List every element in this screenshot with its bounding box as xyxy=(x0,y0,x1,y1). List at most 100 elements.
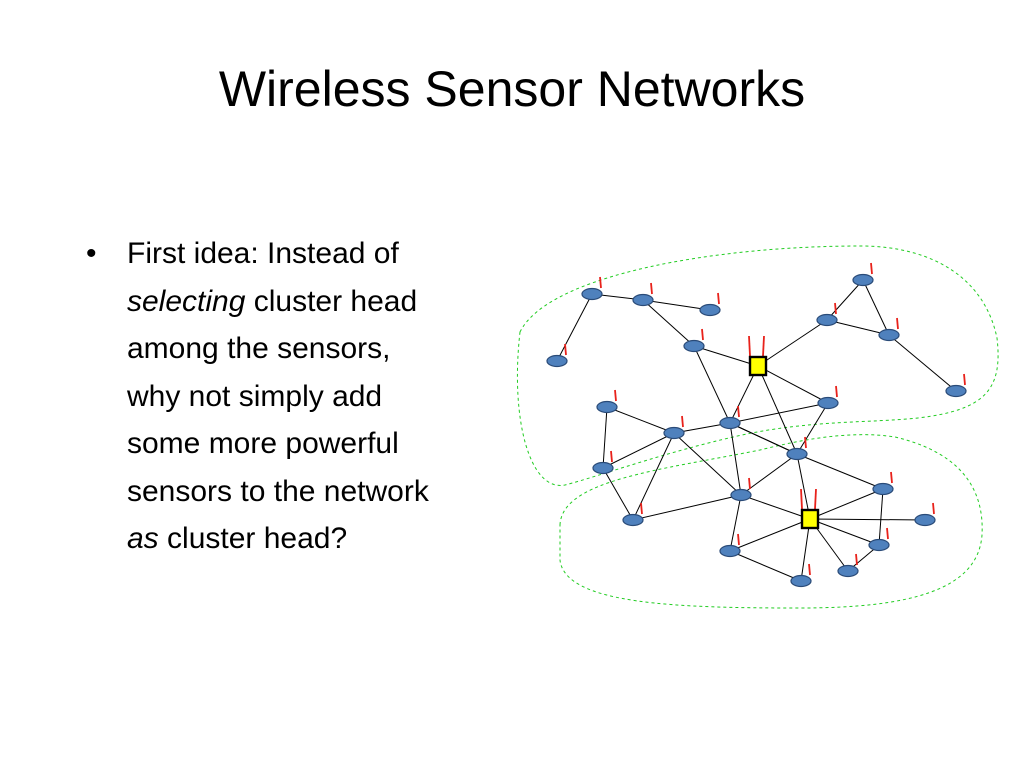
cluster-head-icon xyxy=(748,335,768,377)
sensor-body xyxy=(719,544,741,558)
antenna-icon xyxy=(804,436,807,449)
cluster-head-body xyxy=(748,355,768,377)
antenna-icon xyxy=(896,317,899,330)
sensor-body xyxy=(816,313,838,327)
antenna-icon xyxy=(835,385,838,398)
sensor-body xyxy=(730,488,752,502)
antenna-icon xyxy=(886,527,889,540)
network-link xyxy=(796,453,884,490)
sensor-node-icon xyxy=(817,385,839,410)
sensor-node-icon xyxy=(592,450,614,475)
antenna-icon xyxy=(614,389,617,402)
antenna-icon xyxy=(890,471,893,484)
network-link xyxy=(757,319,828,367)
network-link xyxy=(826,319,890,336)
antenna-icon xyxy=(610,450,613,463)
sensor-node-icon xyxy=(945,373,967,398)
sensor-body xyxy=(546,354,568,368)
network-link xyxy=(602,467,634,521)
network-link xyxy=(740,494,811,520)
sensor-body xyxy=(914,513,936,527)
antenna-icon xyxy=(834,302,837,315)
sensor-node-icon xyxy=(581,276,603,301)
antenna-icon xyxy=(963,373,966,386)
antenna-icon xyxy=(814,488,817,510)
antenna-icon xyxy=(800,488,803,510)
sensor-node-icon xyxy=(622,502,644,527)
sensor-node-icon xyxy=(872,471,894,496)
sensor-node-icon xyxy=(730,477,752,502)
sensor-node-icon xyxy=(663,415,685,440)
network-link xyxy=(800,518,811,582)
network-link xyxy=(602,406,608,469)
sensor-node-icon xyxy=(596,389,618,414)
network-link xyxy=(757,365,829,404)
sensor-body xyxy=(622,513,644,527)
antenna-icon xyxy=(737,533,740,546)
sensor-body xyxy=(878,328,900,342)
cluster-boundary xyxy=(516,245,999,486)
network-link xyxy=(606,406,675,434)
cluster-head-body xyxy=(800,508,820,530)
network-link xyxy=(729,550,802,582)
antenna-icon xyxy=(650,282,653,295)
sensor-node-icon xyxy=(719,533,741,558)
sensor-node-icon xyxy=(786,436,808,461)
sensor-body xyxy=(852,273,874,287)
cluster-head-icon xyxy=(800,488,820,530)
network-link xyxy=(729,494,742,552)
sensor-node-icon xyxy=(790,563,812,588)
sensor-body xyxy=(719,416,741,430)
sensor-node-icon xyxy=(852,262,874,287)
sensor-body xyxy=(596,400,618,414)
sensor-node-icon xyxy=(546,343,568,368)
sensor-body xyxy=(632,293,654,307)
antenna-icon xyxy=(748,477,751,490)
network-link xyxy=(673,432,742,496)
antenna-icon xyxy=(717,292,720,305)
sensor-node-icon xyxy=(816,302,838,327)
network-link xyxy=(642,299,695,347)
sensor-body xyxy=(872,482,894,496)
sensor-node-icon xyxy=(868,527,890,552)
network-link xyxy=(602,432,675,469)
network-link xyxy=(888,334,957,392)
sensor-body xyxy=(683,339,705,353)
network-link xyxy=(632,494,742,521)
antenna-icon xyxy=(808,563,811,576)
network-link xyxy=(757,365,798,455)
bullet-text-emphasis: selecting xyxy=(127,284,246,318)
network-link xyxy=(862,279,890,336)
antenna-icon xyxy=(681,415,684,428)
antenna-icon xyxy=(870,262,873,275)
slide-title: Wireless Sensor Networks xyxy=(218,61,806,117)
bullet-text-part: cluster head among the sensors, why not … xyxy=(127,284,429,508)
sensor-node-icon xyxy=(699,292,721,317)
network-link xyxy=(809,518,926,521)
network-link xyxy=(729,422,798,455)
sensor-node-icon xyxy=(683,328,705,353)
sensor-node-icon xyxy=(878,317,900,342)
antenna-icon xyxy=(932,502,935,515)
network-link xyxy=(796,453,811,520)
network-link xyxy=(693,345,731,424)
antenna-icon xyxy=(640,502,643,515)
antenna-icon xyxy=(564,343,567,356)
network-link xyxy=(693,345,759,367)
antenna-icon xyxy=(599,276,602,289)
network-link xyxy=(729,422,742,496)
bullet-marker: • xyxy=(86,237,97,270)
network-link xyxy=(642,299,711,311)
network-link xyxy=(826,279,864,321)
network-link xyxy=(809,488,884,520)
antenna-icon xyxy=(737,405,740,418)
sensor-body xyxy=(699,303,721,317)
sensor-body xyxy=(868,538,890,552)
sensor-body xyxy=(817,396,839,410)
sensor-node-icon xyxy=(914,502,936,527)
sensor-node-icon xyxy=(837,553,859,578)
bullet-text-emphasis: as xyxy=(127,522,159,555)
network-link xyxy=(729,402,829,424)
sensor-body xyxy=(837,564,859,578)
